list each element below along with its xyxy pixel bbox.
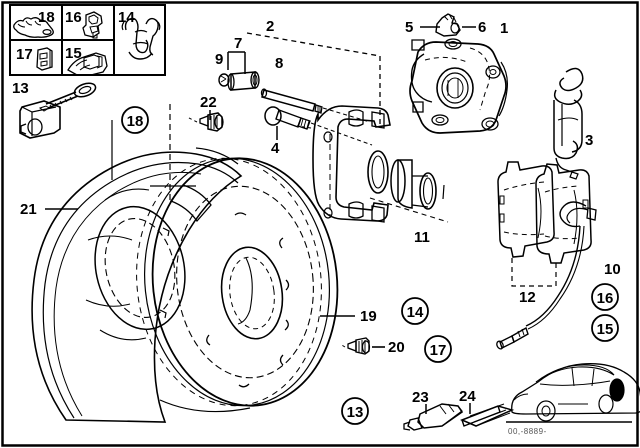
circled-callout-13: 13 [341, 397, 369, 425]
circled-label-17: 17 [430, 342, 447, 359]
circled-label-15: 15 [597, 321, 614, 338]
part-19-brake-rotor [136, 157, 339, 413]
part-1-caliper-housing [409, 38, 508, 134]
detail-inset-grid: 18 17 16 15 [9, 4, 166, 76]
label-8: 8 [275, 55, 283, 72]
inset-part-14 [121, 17, 161, 60]
leader-2 [246, 32, 381, 128]
label-9: 9 [215, 51, 223, 68]
inset-part-15 [67, 52, 108, 76]
part-4-guide-bolt [264, 106, 373, 146]
part-11-carrier-bracket [296, 105, 391, 223]
inset-label-14: 14 [118, 9, 135, 26]
label-12: 12 [519, 289, 536, 306]
label-23: 23 [412, 389, 429, 406]
inset-part-16 [82, 11, 103, 39]
circled-callout-16: 16 [591, 283, 619, 311]
part-10-wear-sensor [496, 201, 597, 350]
circled-callout-18: 18 [121, 106, 149, 134]
label-22: 22 [200, 94, 217, 111]
part-12-brake-pads [497, 161, 592, 264]
label-5: 5 [405, 19, 413, 36]
label-11: 11 [414, 229, 430, 246]
part-11-piston-seals [367, 150, 445, 210]
label-10: 10 [604, 261, 621, 278]
circled-label-16: 16 [597, 290, 614, 307]
vehicle-silhouette [506, 363, 640, 423]
circled-label-14: 14 [407, 304, 424, 321]
label-1: 1 [500, 20, 508, 37]
part-13-sensor-housing [19, 82, 97, 139]
inset-part-17 [36, 47, 53, 71]
part-5-6-bleeder [435, 13, 461, 37]
label-24: 24 [459, 388, 476, 405]
circled-callout-15: 15 [591, 314, 619, 342]
inset-label-17: 17 [16, 46, 33, 63]
part-9-dust-cap [218, 73, 230, 87]
inset-label-15: 15 [65, 45, 82, 62]
inset-label-18: 18 [38, 9, 55, 26]
label-21: 21 [20, 201, 37, 218]
circled-callout-14: 14 [401, 297, 429, 325]
leader-11 [369, 197, 449, 223]
part-3-retaining-spring [553, 67, 584, 180]
leader-12 [511, 258, 557, 287]
label-7: 7 [234, 35, 242, 52]
part-20-set-screw [339, 337, 371, 355]
label-13-inset: 13 [12, 80, 29, 97]
part-23-lubricant-tube [403, 403, 464, 431]
circled-label-13: 13 [347, 404, 364, 421]
label-6: 6 [478, 19, 486, 36]
label-19: 19 [360, 308, 377, 325]
circled-label-18: 18 [127, 113, 144, 130]
part-8-guide-sleeve [260, 88, 371, 123]
circled-callout-17: 17 [424, 335, 452, 363]
part-7-guide-bushing [227, 71, 260, 91]
inset-part-18 [13, 17, 54, 38]
label-4: 4 [271, 140, 280, 157]
label-20: 20 [388, 339, 405, 356]
label-2: 2 [266, 18, 274, 35]
inset-label-16: 16 [65, 9, 82, 26]
part-22-mounting-bolt [186, 112, 224, 132]
label-3: 3 [585, 132, 593, 149]
watermark-caption: 00,-8889- [508, 427, 547, 436]
